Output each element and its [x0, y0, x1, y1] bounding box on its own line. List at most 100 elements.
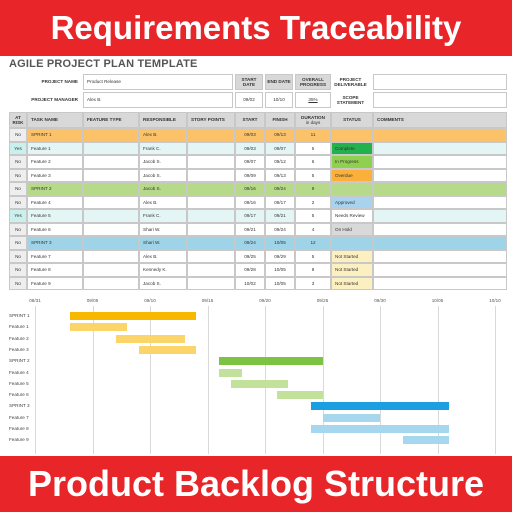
start-cell[interactable]: 09/03 — [235, 141, 265, 155]
feature-type-cell[interactable] — [83, 182, 139, 196]
story-points-cell[interactable] — [187, 155, 235, 169]
feature-type-cell[interactable] — [83, 209, 139, 223]
at-risk-cell[interactable]: No — [9, 222, 27, 236]
duration-cell[interactable]: 2 — [295, 195, 331, 209]
duration-cell[interactable]: 8 — [295, 263, 331, 277]
gantt-bar[interactable] — [219, 368, 242, 377]
finish-cell[interactable]: 10/05 — [265, 236, 295, 250]
gantt-bar[interactable] — [403, 436, 449, 445]
comments-cell[interactable] — [373, 263, 507, 277]
at-risk-cell[interactable]: No — [9, 182, 27, 196]
task-name-cell[interactable]: Feature 9 — [27, 276, 83, 290]
responsible-cell[interactable]: Jacob S. — [139, 182, 187, 196]
status-cell[interactable]: Overdue — [331, 168, 373, 182]
comments-cell[interactable] — [373, 276, 507, 290]
story-points-cell[interactable] — [187, 141, 235, 155]
duration-cell[interactable]: 3 — [295, 276, 331, 290]
finish-cell[interactable]: 10/05 — [265, 263, 295, 277]
project-name-value[interactable]: Product Release — [83, 74, 233, 90]
story-points-cell[interactable] — [187, 263, 235, 277]
finish-cell[interactable]: 09/13 — [265, 128, 295, 142]
start-cell[interactable]: 09/21 — [235, 222, 265, 236]
feature-type-cell[interactable] — [83, 168, 139, 182]
task-name-cell[interactable]: Feature 7 — [27, 249, 83, 263]
responsible-cell[interactable]: Alex B. — [139, 195, 187, 209]
story-points-cell[interactable] — [187, 249, 235, 263]
story-points-cell[interactable] — [187, 168, 235, 182]
start-cell[interactable]: 10/02 — [235, 276, 265, 290]
status-cell[interactable]: Complete — [331, 141, 373, 155]
start-cell[interactable]: 09/09 — [235, 168, 265, 182]
finish-cell[interactable]: 09/24 — [265, 182, 295, 196]
gantt-bar[interactable] — [219, 357, 323, 366]
status-cell[interactable]: Not Started — [331, 249, 373, 263]
finish-cell[interactable]: 10/05 — [265, 276, 295, 290]
project-deliverable-value[interactable] — [373, 74, 507, 90]
duration-cell[interactable]: 5 — [295, 141, 331, 155]
feature-type-cell[interactable] — [83, 236, 139, 250]
status-cell[interactable]: Not Started — [331, 276, 373, 290]
gantt-bar[interactable] — [138, 345, 196, 354]
responsible-cell[interactable]: Jacob S. — [139, 168, 187, 182]
status-cell[interactable] — [331, 128, 373, 142]
start-date-value[interactable]: 09/02 — [235, 92, 263, 108]
gantt-bar[interactable] — [69, 312, 196, 320]
feature-type-cell[interactable] — [83, 276, 139, 290]
task-name-cell[interactable]: Feature 8 — [27, 263, 83, 277]
at-risk-cell[interactable]: No — [9, 276, 27, 290]
feature-type-cell[interactable] — [83, 195, 139, 209]
at-risk-cell[interactable]: No — [9, 155, 27, 169]
responsible-cell[interactable]: Shari W. — [139, 222, 187, 236]
status-cell[interactable] — [331, 236, 373, 250]
responsible-cell[interactable]: Alex B. — [139, 128, 187, 142]
feature-type-cell[interactable] — [83, 155, 139, 169]
finish-cell[interactable]: 09/21 — [265, 209, 295, 223]
gantt-bar[interactable] — [276, 391, 323, 400]
comments-cell[interactable] — [373, 182, 507, 196]
duration-cell[interactable]: 12 — [295, 236, 331, 250]
feature-type-cell[interactable] — [83, 128, 139, 142]
story-points-cell[interactable] — [187, 182, 235, 196]
task-name-cell[interactable]: SPRINT 1 — [27, 128, 83, 142]
at-risk-cell[interactable]: No — [9, 249, 27, 263]
story-points-cell[interactable] — [187, 236, 235, 250]
comments-cell[interactable] — [373, 222, 507, 236]
at-risk-cell[interactable]: No — [9, 168, 27, 182]
responsible-cell[interactable]: Frank C. — [139, 141, 187, 155]
responsible-cell[interactable]: Shari W. — [139, 236, 187, 250]
status-cell[interactable]: Needs Review — [331, 209, 373, 223]
duration-cell[interactable]: 6 — [295, 155, 331, 169]
start-cell[interactable]: 09/07 — [235, 155, 265, 169]
at-risk-cell[interactable]: No — [9, 195, 27, 209]
responsible-cell[interactable]: Frank C. — [139, 209, 187, 223]
status-cell[interactable]: On Hold — [331, 222, 373, 236]
duration-cell[interactable]: 11 — [295, 128, 331, 142]
finish-cell[interactable]: 09/24 — [265, 222, 295, 236]
story-points-cell[interactable] — [187, 195, 235, 209]
comments-cell[interactable] — [373, 236, 507, 250]
feature-type-cell[interactable] — [83, 141, 139, 155]
finish-cell[interactable]: 09/13 — [265, 168, 295, 182]
start-cell[interactable]: 09/24 — [235, 236, 265, 250]
gantt-bar[interactable] — [115, 334, 185, 343]
finish-cell[interactable]: 09/12 — [265, 155, 295, 169]
task-name-cell[interactable]: SPRINT 3 — [27, 236, 83, 250]
finish-cell[interactable]: 09/07 — [265, 141, 295, 155]
start-cell[interactable]: 09/28 — [235, 263, 265, 277]
story-points-cell[interactable] — [187, 276, 235, 290]
task-name-cell[interactable]: Feature 6 — [27, 222, 83, 236]
start-cell[interactable]: 09/25 — [235, 249, 265, 263]
at-risk-cell[interactable]: Yes — [9, 141, 27, 155]
duration-cell[interactable]: 9 — [295, 182, 331, 196]
status-cell[interactable]: Not Started — [331, 263, 373, 277]
duration-cell[interactable]: 5 — [295, 249, 331, 263]
status-cell[interactable]: In Progress — [331, 155, 373, 169]
gantt-bar[interactable] — [69, 323, 127, 332]
comments-cell[interactable] — [373, 195, 507, 209]
